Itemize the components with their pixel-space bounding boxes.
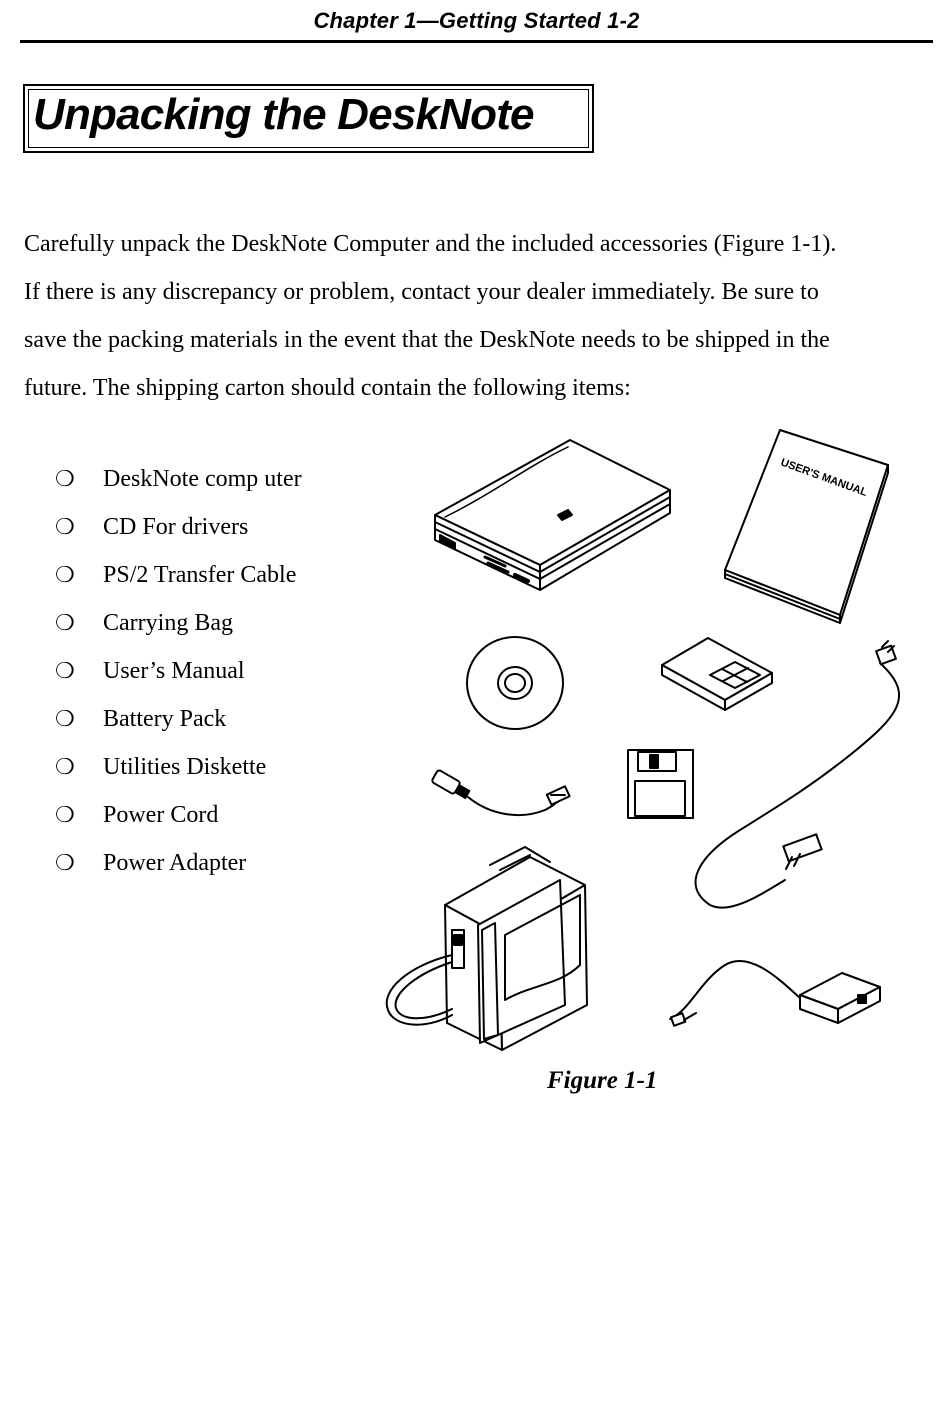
page-header: Chapter 1—Getting Started 1-2	[20, 6, 933, 43]
bullet-icon: ❍	[55, 802, 75, 827]
diskette-illustration	[627, 749, 694, 819]
item-label: DeskNote comp uter	[103, 466, 302, 492]
list-item: ❍ Power Adapter	[55, 839, 302, 887]
bullet-icon: ❍	[55, 466, 75, 491]
bullet-icon: ❍	[55, 610, 75, 635]
carrying-bag-illustration	[385, 846, 588, 1051]
power-cord-illustration	[694, 640, 900, 909]
intro-paragraph: Carefully unpack the DeskNote Computer a…	[24, 220, 929, 412]
bullet-icon: ❍	[55, 514, 75, 539]
list-item: ❍ Power Cord	[55, 791, 302, 839]
title-box: Unpacking the DeskNote	[23, 84, 594, 153]
bullet-icon: ❍	[55, 658, 75, 683]
item-label: Utilities Diskette	[103, 754, 267, 780]
item-label: Power Cord	[103, 802, 219, 828]
list-item: ❍ CD For drivers	[55, 503, 302, 551]
item-list: ❍ DeskNote comp uter ❍ CD For drivers ❍ PS/…	[55, 455, 302, 887]
cd-illustration	[466, 636, 564, 730]
bullet-icon: ❍	[55, 754, 75, 779]
list-item: ❍ User’s Manual	[55, 647, 302, 695]
list-item: ❍ Utilities Diskette	[55, 743, 302, 791]
paragraph-line: save the packing materials in the event …	[24, 327, 830, 353]
header-text: Chapter 1—Getting Started 1-2	[313, 8, 640, 33]
item-label: User’s Manual	[103, 658, 245, 684]
title-inner-border	[28, 89, 589, 148]
bullet-icon: ❍	[55, 850, 75, 875]
users-manual-illustration: USER'S MANUAL	[724, 429, 889, 624]
item-label: Battery Pack	[103, 706, 227, 732]
list-item: ❍ PS/2 Transfer Cable	[55, 551, 302, 599]
bullet-icon: ❍	[55, 706, 75, 731]
list-item: ❍ Battery Pack	[55, 695, 302, 743]
laptop-illustration	[434, 439, 671, 591]
item-label: PS/2 Transfer Cable	[103, 562, 297, 588]
item-label: Carrying Bag	[103, 610, 233, 636]
paragraph-line: future. The shipping carton should conta…	[24, 375, 631, 401]
item-label: CD For drivers	[103, 514, 249, 540]
bullet-icon: ❍	[55, 562, 75, 587]
power-adapter-illustration	[669, 959, 881, 1027]
figure-illustration: USER'S MANUAL	[385, 429, 900, 1051]
ps2-cable-illustration	[431, 769, 571, 817]
list-item: ❍ DeskNote comp uter	[55, 455, 302, 503]
battery-pack-illustration	[661, 637, 773, 711]
list-item: ❍ Carrying Bag	[55, 599, 302, 647]
page-title: Unpacking the DeskNote	[33, 90, 535, 139]
paragraph-line: If there is any discrepancy or problem, …	[24, 279, 819, 305]
paragraph-line: Carefully unpack the DeskNote Computer a…	[24, 231, 837, 257]
item-label: Power Adapter	[103, 850, 247, 876]
figure-caption: Figure 1-1	[547, 1067, 658, 1094]
